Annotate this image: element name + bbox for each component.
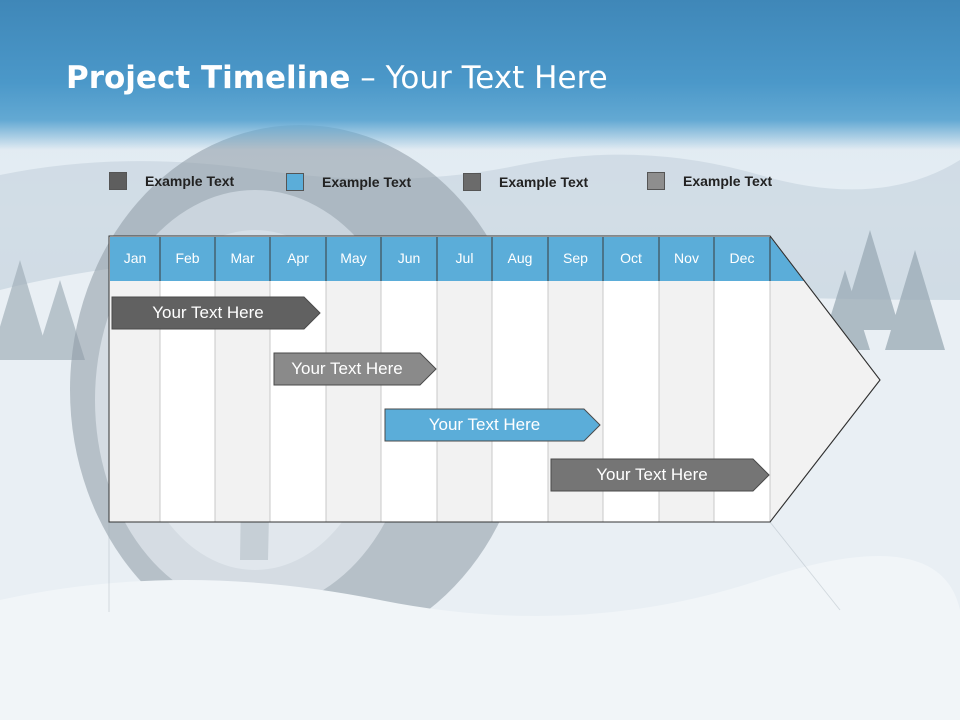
month-label: Feb — [175, 250, 200, 266]
month-label: Aug — [507, 250, 533, 266]
legend-item: Example Text — [463, 172, 588, 192]
month-label: Jan — [123, 250, 147, 266]
legend-item: Example Text — [647, 171, 772, 191]
legend-item: Example Text — [109, 171, 234, 191]
month-column — [326, 281, 381, 522]
month-label: Jun — [397, 250, 421, 266]
legend-label: Example Text — [683, 173, 773, 189]
month-label: May — [340, 250, 367, 266]
month-label: Jul — [455, 250, 474, 266]
legend-swatch — [647, 172, 665, 190]
month-label: Oct — [620, 250, 642, 266]
month-column — [492, 281, 548, 522]
legend-swatch — [463, 173, 481, 191]
task-arrow — [550, 458, 770, 492]
task-arrow — [111, 296, 321, 330]
legend-swatch — [286, 173, 304, 191]
task-arrow — [384, 408, 601, 442]
legend-label: Example Text — [145, 173, 235, 189]
legend-label: Example Text — [322, 174, 412, 190]
task-label: Your Text Here — [291, 359, 403, 378]
title-rest: – Your Text Here — [350, 60, 608, 96]
header-band — [0, 0, 960, 150]
timeline-reflection — [108, 521, 841, 612]
task-arrows — [111, 296, 770, 492]
task-label: Your Text Here — [428, 415, 541, 434]
month-label: Mar — [230, 250, 255, 266]
month-column — [381, 281, 437, 522]
title-bold: Project Timeline — [66, 60, 351, 96]
task-arrow — [273, 352, 437, 386]
month-header-bar — [110, 237, 804, 281]
legend-item: Example Text — [286, 172, 411, 192]
page-title: Project Timeline – Your Text Here — [66, 60, 608, 96]
month-label: Apr — [287, 250, 309, 266]
month-label: Sep — [563, 250, 588, 266]
month-column — [437, 281, 492, 522]
legend-swatch — [109, 172, 127, 190]
legend-label: Example Text — [499, 174, 589, 190]
task-label: Your Text Here — [596, 465, 708, 484]
month-label: Nov — [674, 250, 699, 266]
month-label: Dec — [729, 250, 755, 266]
task-label: Your Text Here — [152, 303, 264, 322]
timeline-outline — [108, 235, 881, 523]
